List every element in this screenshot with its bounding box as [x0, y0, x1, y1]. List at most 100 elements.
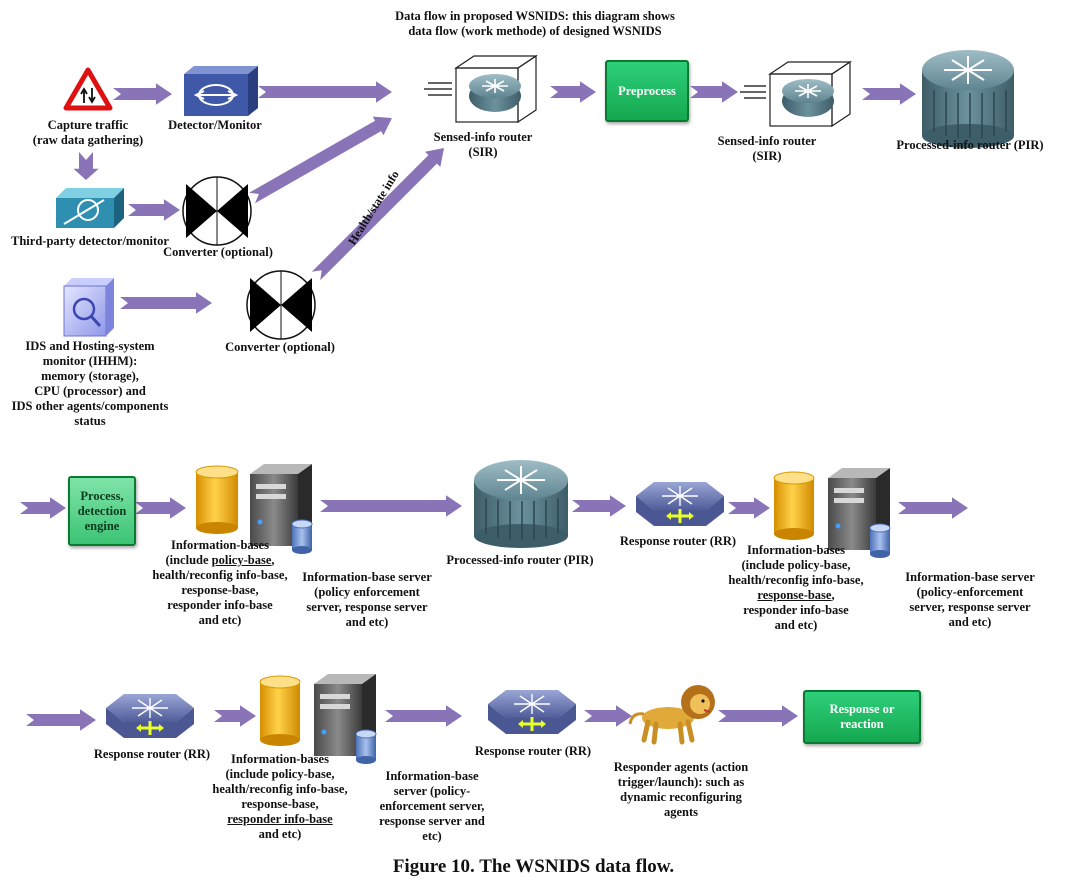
sir-2-router-icon — [740, 60, 852, 128]
ibs-line: (policy enforcement — [314, 585, 420, 599]
sir-2-line-1: Sensed-info router — [717, 134, 817, 148]
arrow-converter-to-sir-health — [311, 148, 444, 281]
converter-2-label: Converter (optional) — [225, 340, 335, 354]
information-bases-a-label: Information-bases (include policy-base, … — [140, 538, 300, 628]
information-base-server-b-label: Information-base server (policy-enforcem… — [890, 570, 1050, 630]
ibs-line: Information-base server — [302, 570, 432, 584]
ibs-line: server, response server — [306, 600, 428, 614]
agents-line: Responder agents (action — [613, 760, 749, 774]
ihhm-label: IDS and Hosting-system monitor (IHHM): m… — [0, 339, 180, 429]
ibs-line: response server and — [379, 814, 485, 828]
ib-line: (include policy-base, — [140, 553, 300, 568]
ihhm-line: CPU (processor) and — [34, 384, 146, 398]
figure-caption: Figure 10. The WSNIDS data flow. — [392, 856, 675, 877]
converter-2-icon — [246, 270, 316, 340]
switch-rr-row2-icon — [636, 482, 724, 526]
information-bases-c-label: Information-bases (include policy-base, … — [200, 752, 360, 842]
diagram-title: Data flow in proposed WSNIDS: this diagr… — [340, 9, 730, 39]
ihhm-line: memory (storage), — [41, 369, 139, 383]
response-reaction-box: Response or reaction — [803, 690, 921, 744]
agents-line: agents — [663, 805, 699, 819]
ib-line: health/reconfig info-base, — [728, 573, 864, 587]
title-line-2: data flow (work methode) of designed WSN… — [408, 24, 662, 38]
ib-line: health/reconfig info-base, — [152, 568, 288, 582]
title-line-1: Data flow in proposed WSNIDS: this diagr… — [395, 9, 675, 23]
switch-rr-row3-2-icon — [488, 690, 576, 734]
sir-1-label: Sensed-info router (SIR) — [418, 130, 548, 160]
ib-text: (include — [165, 553, 212, 567]
arrow-converter-to-sir — [249, 116, 392, 204]
ib-line: and etc) — [774, 618, 818, 632]
ibs-line: server, response server — [909, 600, 1031, 614]
arrow-preprocess-to-sir — [690, 81, 738, 103]
information-base-server-a-label: Information-base server (policy enforcem… — [292, 570, 442, 630]
ib-underlined-text: policy-base — [211, 553, 272, 567]
arrow-capture-to-third-party — [73, 152, 99, 180]
arrow-ibserver-to-rr — [385, 705, 462, 727]
detector-monitor-label: Detector/Monitor — [168, 118, 262, 132]
agents-line: trigger/launch): such as — [617, 775, 745, 789]
ihhm-line: monitor (IHHM): — [42, 354, 138, 368]
capture-traffic-label: Capture traffic (raw data gathering) — [18, 118, 158, 148]
ibs-line: (policy-enforcement — [916, 585, 1024, 599]
pir-2-label: Processed-info router (PIR) — [446, 553, 594, 567]
ibs-line: enforcement server, — [379, 799, 485, 813]
ib-line: and etc) — [198, 613, 242, 627]
capture-line-1: Capture traffic — [47, 118, 129, 132]
ib-underlined-text: response-base — [757, 588, 832, 602]
reaction-line-2: reaction — [840, 717, 884, 731]
responder-agents-label: Responder agents (action trigger/launch)… — [596, 760, 766, 820]
reaction-line-1: Response or — [829, 702, 895, 716]
detector-monitor-icon — [184, 66, 258, 116]
ibs-line: etc) — [422, 829, 442, 843]
arrow-rr-to-ib — [728, 497, 770, 519]
arrow-third-party-to-converter — [128, 199, 180, 221]
warning-sign-icon — [63, 67, 113, 111]
ibs-line: Information-base server — [905, 570, 1035, 584]
ib-line: response-base, — [241, 797, 319, 811]
server-a-icon — [250, 464, 313, 554]
rr-row3-2-label: Response router (RR) — [474, 744, 592, 758]
capture-line-2: (raw data gathering) — [32, 133, 144, 147]
converter-1-icon — [182, 176, 252, 246]
sir-1-router-icon — [424, 54, 538, 124]
process-detection-engine-box: Process, detection engine — [68, 476, 136, 546]
process-line-2: detection — [77, 503, 127, 518]
arrow-ibserver-to-pir — [320, 495, 462, 517]
pir-router-icon — [922, 50, 1014, 148]
arrow-pir-to-rr — [572, 495, 626, 517]
ihhm-line: IDS and Hosting-system — [25, 339, 155, 353]
ib-line: health/reconfig info-base, — [212, 782, 348, 796]
database-c-icon — [259, 675, 301, 746]
ibs-line: Information-base — [385, 769, 479, 783]
ib-line: response-base, — [716, 588, 876, 603]
ihhm-line: status — [74, 414, 106, 428]
arrow-capture-to-detector — [113, 83, 172, 105]
ihhm-monitor-icon — [63, 278, 114, 337]
arrow-detector-to-sir — [258, 81, 392, 103]
ib-line: responder info-base — [743, 603, 849, 617]
ib-line: Information-bases — [231, 752, 329, 766]
database-b-icon — [773, 471, 815, 540]
arrow-rr-to-ib-row3 — [214, 705, 256, 727]
arrow-sir-to-preprocess — [550, 81, 596, 103]
sir-1-line-2: (SIR) — [468, 145, 498, 159]
agents-line: dynamic reconfiguring — [620, 790, 742, 804]
converter-1-label: Converter (optional) — [163, 245, 273, 259]
third-party-detector-icon — [56, 188, 124, 228]
ib-line: and etc) — [258, 827, 302, 841]
switch-rr-row3-1-icon — [106, 694, 194, 738]
ib-line: Information-bases — [747, 543, 845, 557]
sir-2-line-2: (SIR) — [752, 149, 782, 163]
database-server-icons — [106, 464, 891, 764]
flow-arrows — [20, 81, 968, 731]
arrow-process-to-ib — [135, 497, 186, 519]
arrow-sir-to-pir — [862, 83, 916, 105]
information-base-server-c-label: Information-base server (policy- enforce… — [362, 769, 502, 844]
server-b-icon — [828, 468, 891, 558]
ib-line: responder info-base — [227, 812, 333, 826]
server-c-icon — [314, 674, 377, 764]
sir-1-line-1: Sensed-info router — [433, 130, 533, 144]
ibs-line: and etc) — [345, 615, 389, 629]
